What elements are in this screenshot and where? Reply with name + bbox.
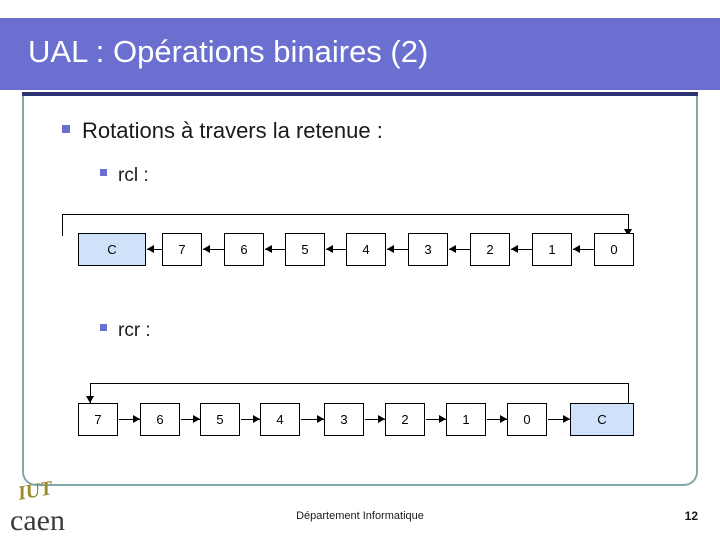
- rcr-arrow-line: [181, 419, 200, 420]
- logo-iut-text: IUT: [16, 477, 55, 505]
- rcl-arrow-head: [265, 245, 272, 253]
- rcr-arrow-line: [426, 419, 446, 420]
- rcl-feedback-arrowhead: [624, 229, 632, 236]
- bullet-rotations: Rotations à travers la retenue :: [62, 118, 383, 144]
- rcr-cell-2: 2: [385, 403, 425, 436]
- footer-department: Département Informatique: [296, 510, 424, 522]
- bullet-square-icon: [62, 125, 70, 134]
- rcr-cell-3: 3: [324, 403, 364, 436]
- rcr-cell-5: 5: [200, 403, 240, 436]
- rcr-arrow-line: [365, 419, 385, 420]
- rcr-feedback-arrowhead: [86, 396, 94, 403]
- rcr-arrow-head: [133, 415, 140, 423]
- rcr-feedback-left-vertical: [90, 383, 91, 403]
- rcl-arrow-head: [147, 245, 154, 253]
- bullet-rcr: rcr :: [100, 320, 151, 342]
- bullet-rcr-label: rcr :: [118, 320, 151, 341]
- rcl-arrow-head: [203, 245, 210, 253]
- rcr-arrow-head: [253, 415, 260, 423]
- rcr-arrow-head: [317, 415, 324, 423]
- rcr-arrow-head: [563, 415, 570, 423]
- rcl-arrow-line: [511, 249, 532, 250]
- rcr-feedback-top-horizontal: [90, 383, 629, 384]
- rcr-arrow-line: [487, 419, 507, 420]
- rcl-arrow-line: [387, 249, 408, 250]
- rcl-arrow-line: [449, 249, 470, 250]
- rcl-arrow-line: [326, 249, 346, 250]
- rcr-cell-0: 0: [507, 403, 547, 436]
- page-title: UAL : Opérations binaires (2): [28, 34, 429, 69]
- bullet-rcl-label: rcl :: [118, 165, 149, 186]
- rcr-arrow-line: [119, 419, 140, 420]
- page-number: 12: [684, 509, 698, 523]
- rcl-cell-4: 4: [346, 233, 386, 266]
- rcl-arrow-line: [203, 249, 224, 250]
- rcr-feedback-right-vertical: [628, 383, 629, 403]
- rcr-arrow-line: [548, 419, 570, 420]
- rcr-arrow-head: [500, 415, 507, 423]
- rcr-cell-6: 6: [140, 403, 180, 436]
- rcl-arrow-head: [449, 245, 456, 253]
- rcl-feedback-top-horizontal: [62, 214, 629, 215]
- logo: IUT caen: [8, 477, 108, 537]
- title-divider: [22, 92, 698, 96]
- rcl-feedback-left-vertical: [62, 214, 63, 236]
- rcl-feedback-right-vertical: [628, 214, 629, 236]
- rcl-cell-2: 2: [470, 233, 510, 266]
- rcl-arrow-head: [511, 245, 518, 253]
- bullet-rcl: rcl :: [100, 165, 149, 187]
- rcr-arrow-line: [301, 419, 324, 420]
- rcl-cell-5: 5: [285, 233, 325, 266]
- rcl-arrow-head: [326, 245, 333, 253]
- rcl-arrow-line: [573, 249, 594, 250]
- bullet-square-icon: [100, 169, 107, 177]
- rcr-arrow-head: [378, 415, 385, 423]
- rcr-arrow-head: [193, 415, 200, 423]
- rcr-arrow-head: [439, 415, 446, 423]
- logo-caen-text: caen: [10, 504, 65, 537]
- rcl-cell-1: 1: [532, 233, 572, 266]
- bullet-rotations-label: Rotations à travers la retenue :: [82, 118, 383, 143]
- rcl-arrow-head: [387, 245, 394, 253]
- rcl-arrow-head: [573, 245, 580, 253]
- rcr-cell-7: 7: [78, 403, 118, 436]
- rcl-cell-7: 7: [162, 233, 202, 266]
- bullet-square-icon: [100, 324, 107, 332]
- rcl-cell-6: 6: [224, 233, 264, 266]
- rcl-cell-carry: C: [78, 233, 146, 266]
- rcl-arrow-line: [265, 249, 285, 250]
- rcr-cell-4: 4: [260, 403, 300, 436]
- rcl-cell-3: 3: [408, 233, 448, 266]
- title-band: [0, 18, 720, 90]
- rcr-cell-carry: C: [570, 403, 634, 436]
- rcr-cell-1: 1: [446, 403, 486, 436]
- rcr-arrow-line: [241, 419, 260, 420]
- rcl-cell-0: 0: [594, 233, 634, 266]
- rcl-arrow-line: [147, 249, 162, 250]
